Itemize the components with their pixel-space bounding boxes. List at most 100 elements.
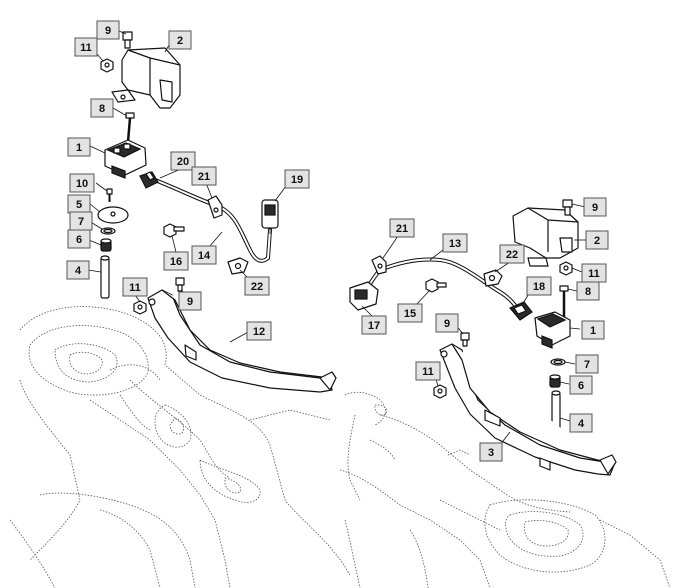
svg-text:13: 13: [449, 238, 461, 250]
callout-8-right: 8: [576, 281, 600, 301]
clip-part-21-left: [207, 195, 223, 219]
svg-text:15: 15: [404, 308, 416, 320]
clamp-part-22-right: [483, 269, 503, 287]
callout-11-right: 11: [581, 263, 607, 283]
left-parts: [97, 31, 337, 393]
nut-part-11-right-lower: [433, 384, 447, 399]
screw-part-10-left: [106, 188, 113, 202]
bolt-part-8-left: [125, 112, 135, 143]
screw-part-9-right: [562, 199, 573, 216]
callout-2-right: 2: [585, 230, 609, 250]
svg-text:7: 7: [78, 216, 84, 228]
callout-19-left: 19: [284, 169, 310, 189]
callout-5-left: 5: [67, 194, 91, 214]
callout-3-right: 3: [479, 442, 503, 462]
nut-part-11-left-top: [100, 58, 114, 73]
svg-text:5: 5: [76, 199, 82, 211]
callout-4-left: 4: [66, 260, 90, 280]
svg-text:18: 18: [533, 281, 545, 293]
svg-text:8: 8: [585, 286, 591, 298]
ring-part-7-left: [100, 227, 116, 235]
svg-text:11: 11: [588, 268, 600, 280]
callout-17-right: 17: [361, 315, 387, 335]
sensor-part-1-left: [104, 139, 147, 179]
svg-text:20: 20: [177, 156, 189, 168]
right-axle-ghost-outline: [339, 391, 671, 588]
svg-text:9: 9: [187, 296, 193, 308]
callout-10-left: 10: [69, 173, 95, 193]
svg-text:8: 8: [99, 103, 105, 115]
callout-8-left: 8: [90, 98, 114, 118]
svg-text:14: 14: [198, 250, 211, 262]
screw-part-9-left: [122, 31, 133, 49]
svg-text:1: 1: [76, 142, 82, 154]
rod-part-4-left: [100, 255, 110, 299]
callout-1-left: 1: [67, 137, 91, 157]
callout-21-left: 21: [191, 166, 217, 186]
callout-21-right: 21: [389, 218, 415, 238]
connector-part-19-left: [261, 199, 279, 234]
svg-text:6: 6: [578, 380, 584, 392]
harness-part-14-left: [139, 171, 272, 263]
callouts-left: 9 2 11 8 1 20 21 19 10 5 7: [66, 20, 310, 341]
svg-text:2: 2: [177, 35, 183, 47]
callout-9-left-bottom: 9: [178, 291, 202, 311]
svg-text:4: 4: [75, 265, 82, 277]
svg-text:11: 11: [80, 42, 92, 54]
callout-4-right: 4: [569, 413, 593, 433]
callout-11-left-bottom: 11: [122, 277, 148, 297]
svg-text:11: 11: [422, 366, 434, 378]
svg-text:12: 12: [253, 326, 265, 338]
callout-9-left: 9: [96, 20, 120, 40]
svg-text:22: 22: [251, 281, 263, 293]
svg-text:1: 1: [590, 325, 596, 337]
svg-text:2: 2: [594, 235, 600, 247]
bolt-part-15-right: [425, 278, 447, 293]
sensor-part-1-right: [534, 311, 571, 349]
svg-text:16: 16: [170, 256, 182, 268]
clip-part-21-right: [371, 255, 387, 275]
ring-part-7-right: [550, 358, 566, 366]
callout-20-left: 20: [170, 151, 196, 171]
callout-16-left: 16: [163, 251, 189, 271]
nut-part-11-left-bottom: [133, 300, 147, 315]
bushing-part-6-left: [100, 238, 112, 252]
svg-text:21: 21: [198, 171, 210, 183]
bushing-part-6-right: [549, 374, 561, 388]
bracket-part-12-left: [147, 289, 337, 393]
callout-14-left: 14: [191, 245, 217, 265]
clamp-part-22-left: [227, 257, 249, 275]
callout-11-left-top: 11: [74, 37, 98, 57]
svg-text:9: 9: [105, 25, 111, 37]
callout-7-left: 7: [69, 211, 93, 231]
svg-text:9: 9: [592, 202, 598, 214]
svg-text:17: 17: [368, 320, 380, 332]
callout-9-right: 9: [583, 197, 607, 217]
bolt-part-16-left: [163, 223, 185, 238]
callout-11-right-lower: 11: [415, 361, 441, 381]
cover-part-2-left: [111, 47, 181, 109]
right-parts: [349, 199, 617, 476]
svg-text:11: 11: [129, 282, 141, 294]
bolt-part-8-right: [559, 285, 569, 318]
svg-text:3: 3: [488, 447, 494, 459]
callout-13-right: 13: [442, 233, 468, 253]
callout-22-right: 22: [499, 244, 525, 264]
cover-part-2-right: [512, 207, 579, 267]
connector-part-17-right: [349, 281, 379, 311]
svg-text:7: 7: [584, 359, 590, 371]
bracket-part-3-right: [439, 343, 617, 476]
svg-text:9: 9: [444, 318, 450, 330]
callout-1-right: 1: [581, 320, 605, 340]
left-axle-ghost-outline: [9, 306, 351, 588]
svg-text:4: 4: [578, 418, 585, 430]
callout-12-left: 12: [246, 321, 272, 341]
svg-text:10: 10: [76, 178, 88, 190]
connector-part-18-right: [509, 301, 533, 321]
nut-part-11-right: [559, 261, 573, 276]
svg-text:22: 22: [506, 249, 518, 261]
svg-text:6: 6: [76, 234, 82, 246]
callouts-right: 9 2 21 13 22 11 18 8 17 15 9: [361, 197, 609, 462]
svg-text:19: 19: [291, 174, 303, 186]
